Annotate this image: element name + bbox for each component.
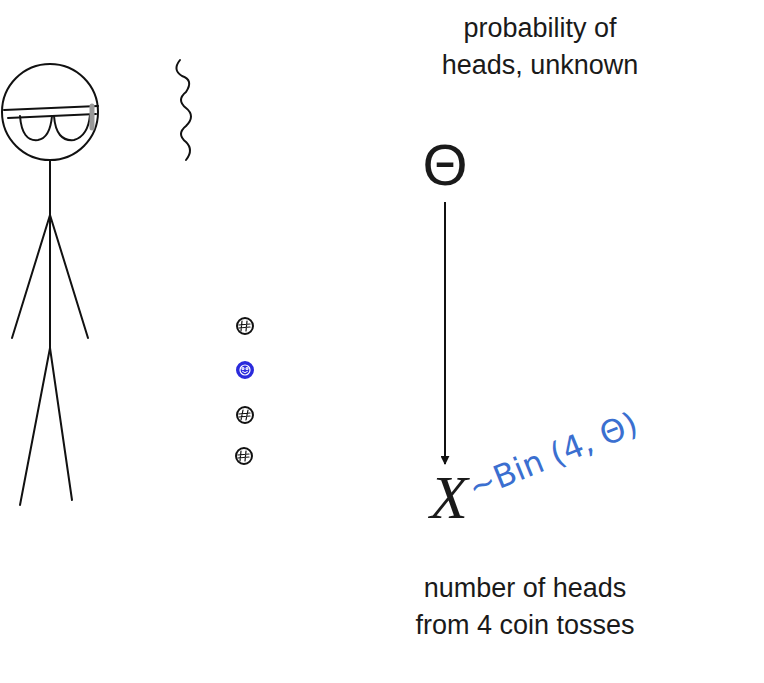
variable-symbol: X xyxy=(430,462,464,532)
random-variable-node: Xnumber of heads from 4 coin tosses xyxy=(390,462,650,644)
figure-body xyxy=(49,160,51,348)
coin xyxy=(237,318,253,334)
dependency-arrow xyxy=(444,202,446,464)
figure-arm xyxy=(12,215,50,338)
goggle-lens xyxy=(20,116,52,140)
coin xyxy=(237,407,253,423)
goggle-edge xyxy=(90,106,95,128)
figure-arm xyxy=(50,215,88,338)
figure-leg xyxy=(20,348,50,505)
coin-heads xyxy=(237,362,253,378)
variable-description: probability of heads, unknown xyxy=(420,10,660,84)
distribution-annotation: ~Bin (4, Θ) xyxy=(463,404,643,506)
coin xyxy=(236,448,252,464)
random-variable-node: probability of heads, unknownΘ xyxy=(400,10,660,198)
variable-description: number of heads from 4 coin tosses xyxy=(395,570,655,644)
figure-leg xyxy=(50,348,72,500)
goggle-lens xyxy=(54,115,90,140)
figure-head xyxy=(2,64,98,160)
thought-squiggle xyxy=(176,60,191,160)
goggle-strap xyxy=(4,106,98,110)
variable-symbol: Θ xyxy=(420,132,470,198)
